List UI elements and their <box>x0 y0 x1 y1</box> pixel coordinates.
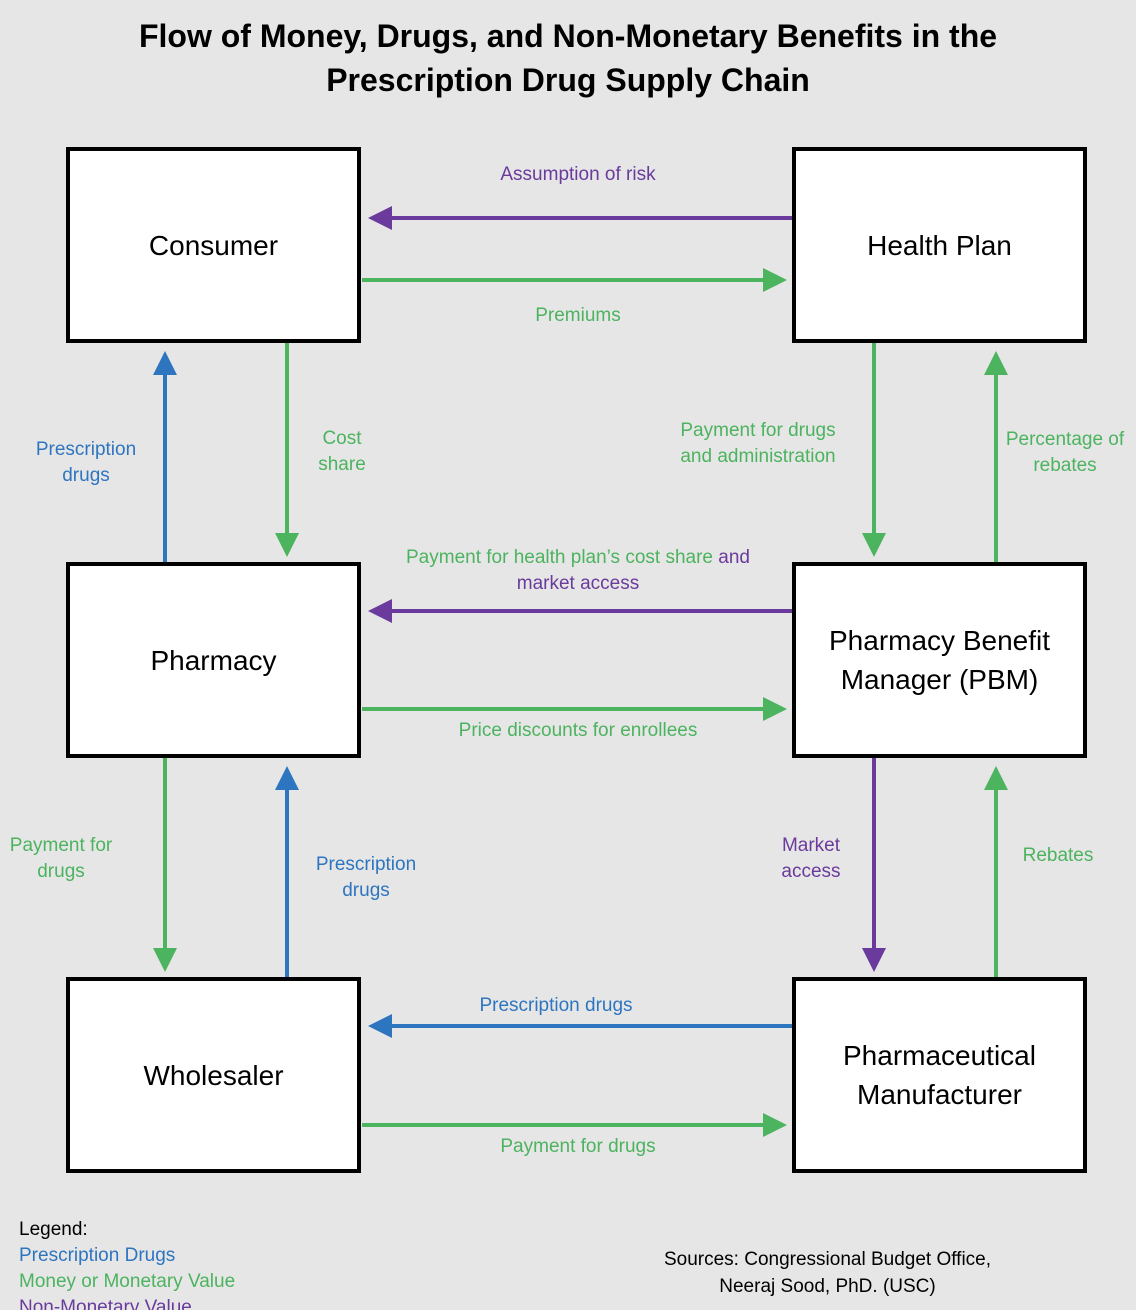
label-line: drugs <box>62 465 110 486</box>
title-line-2: Prescription Drug Supply Chain <box>326 62 810 98</box>
node-label: Pharmacy <box>150 644 277 676</box>
node-health-plan: Health Plan <box>792 147 1087 343</box>
label-line: Payment for <box>9 835 113 856</box>
label-line: Payment for drugs <box>680 420 836 441</box>
label-line: Payment for health plan’s cost share <box>406 547 713 568</box>
label-line: drugs <box>37 861 85 882</box>
diagram-title: Flow of Money, Drugs, and Non-Monetary B… <box>0 14 1136 102</box>
node-consumer: Consumer <box>66 147 361 343</box>
sources-line-2: Neeraj Sood, PhD. (USC) <box>719 1276 936 1297</box>
label-wholesaler-payment: Payment for drugs <box>500 1136 656 1157</box>
legend-heading: Legend: <box>19 1219 88 1240</box>
label-line: market access <box>516 573 640 594</box>
sources-line-1: Sources: Congressional Budget Office, <box>663 1249 992 1270</box>
label-pbm-to-pharmacy: Payment for health plan’s cost share and… <box>378 545 778 597</box>
node-wholesaler: Wholesaler <box>66 977 361 1173</box>
label-line: rebates <box>1033 455 1097 476</box>
label-plan-payment: Payment for drugs and administration <box>658 418 858 470</box>
label-assumption-of-risk: Assumption of risk <box>500 164 656 185</box>
label-rx-pharmacy-consumer: Prescription drugs <box>16 437 156 489</box>
label-rx-manufacturer-wholesaler: Prescription drugs <box>479 995 633 1016</box>
legend-non-monetary: Non-Monetary Value <box>19 1297 192 1310</box>
label-line: drugs <box>342 880 390 901</box>
legend-prescription-drugs: Prescription Drugs <box>19 1245 176 1266</box>
label-line: Market <box>781 835 841 856</box>
label-line: access <box>781 861 841 882</box>
label-rx-wholesaler-pharmacy: Prescription drugs <box>296 852 436 904</box>
label-line: share <box>318 454 366 475</box>
node-label: Manufacturer <box>857 1079 1022 1110</box>
node-label: Consumer <box>148 229 279 261</box>
label-premiums: Premiums <box>535 305 621 326</box>
label-pharmacy-payment: Payment for drugs <box>0 833 122 885</box>
label-line: Cost <box>322 428 362 449</box>
label-pct-rebates: Percentage of rebates <box>995 427 1135 479</box>
label-line: Percentage of <box>1005 429 1125 450</box>
label-price-discounts: Price discounts for enrollees <box>458 720 698 741</box>
legend-money: Money or Monetary Value <box>19 1271 236 1292</box>
label-line: Prescription <box>35 439 137 460</box>
node-label: Pharmaceutical <box>843 1040 1036 1071</box>
label-rebates: Rebates <box>1022 845 1094 866</box>
label-line: and administration <box>680 446 836 467</box>
label-market-access: Market access <box>761 833 861 885</box>
label-line: and <box>718 547 750 568</box>
label-line: Prescription <box>315 854 417 875</box>
node-label: Health Plan <box>867 229 1012 261</box>
node-label: Manager (PBM) <box>840 664 1039 695</box>
legend: Legend: Prescription Drugs Money or Mone… <box>19 1217 235 1310</box>
sources: Sources: Congressional Budget Office, Ne… <box>620 1246 1035 1300</box>
node-pharmacy: Pharmacy <box>66 562 361 758</box>
node-label: Wholesaler <box>143 1059 284 1091</box>
node-label: Pharmacy Benefit <box>829 625 1050 656</box>
title-line-1: Flow of Money, Drugs, and Non-Monetary B… <box>138 18 998 54</box>
label-cost-share: Cost share <box>292 426 392 478</box>
